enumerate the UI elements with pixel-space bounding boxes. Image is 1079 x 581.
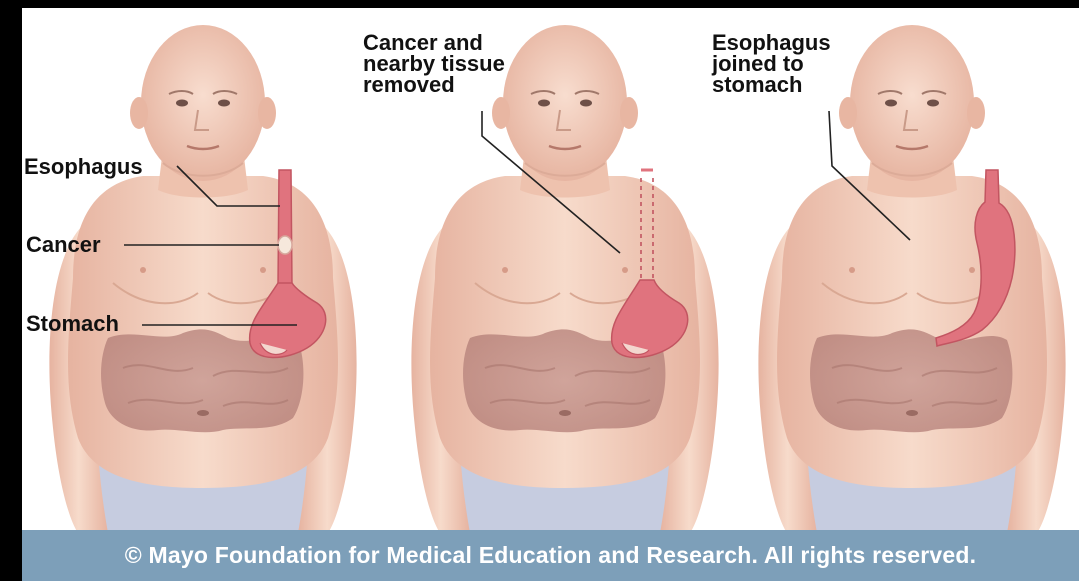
label-esophagus: Esophagus <box>24 156 143 177</box>
esophagectomy-illustration <box>22 8 1079 581</box>
copyright-banner: © Mayo Foundation for Medical Education … <box>22 530 1079 581</box>
label-esophagus-joined: Esophagus joined to stomach <box>712 32 831 95</box>
label-esophagus-joined-line1: Esophagus <box>712 32 831 53</box>
label-esophagus-joined-line3: stomach <box>712 74 831 95</box>
esophagus-organ <box>278 170 292 286</box>
figure-joined <box>758 25 1065 533</box>
copyright-text: © Mayo Foundation for Medical Education … <box>22 530 1079 581</box>
figure-removed <box>411 25 718 533</box>
figure-before <box>49 25 356 533</box>
label-stomach: Stomach <box>26 313 119 334</box>
label-cancer-removed: Cancer and nearby tissue removed <box>363 32 505 95</box>
illustration-frame: Esophagus Cancer Stomach Cancer and near… <box>22 8 1079 581</box>
label-esophagus-joined-line2: joined to <box>712 53 831 74</box>
label-cancer: Cancer <box>26 234 101 255</box>
label-cancer-removed-line2: nearby tissue <box>363 53 505 74</box>
tumor-mark <box>278 236 292 254</box>
label-cancer-removed-line3: removed <box>363 74 505 95</box>
label-cancer-removed-line1: Cancer and <box>363 32 505 53</box>
